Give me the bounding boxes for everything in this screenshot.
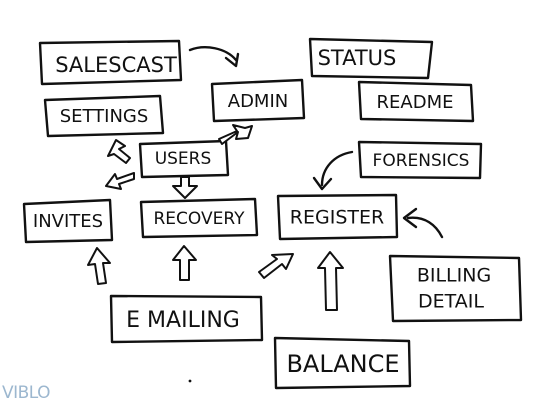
node-register-label: REGISTER: [290, 207, 384, 229]
node-invites-label: INVITES: [33, 211, 103, 232]
node-recovery-label: RECOVERY: [154, 209, 246, 229]
node-salescast: SALESCAST: [38, 39, 183, 86]
arrow-salescast-to-admin: [188, 46, 240, 68]
node-balance-label: BALANCE: [286, 350, 399, 378]
node-invites: INVITES: [22, 198, 114, 244]
watermark-logo: VIBLO: [2, 383, 51, 403]
node-salescast-label: SALESCAST: [55, 53, 177, 77]
arrow-emailing-to-recovery: [172, 245, 197, 281]
node-register: REGISTER: [276, 193, 399, 241]
node-users: USERS: [138, 139, 230, 179]
node-billing-detail: BILLING DETAIL: [388, 254, 523, 323]
node-billing-detail-line1: BILLING: [417, 265, 491, 287]
node-settings-label: SETTINGS: [60, 106, 149, 127]
arrow-emailing-to-register: [258, 253, 294, 279]
node-forensics-label: FORENSICS: [373, 151, 470, 171]
node-recovery: RECOVERY: [139, 197, 259, 239]
node-admin-label: ADMIN: [228, 91, 288, 112]
node-balance: BALANCE: [273, 336, 412, 390]
arrow-emailing-to-invites: [87, 247, 111, 285]
node-status-label: STATUS: [318, 46, 397, 70]
node-emailing: E MAILING: [109, 294, 264, 344]
node-users-label: USERS: [155, 149, 212, 169]
node-status: STATUS: [308, 37, 434, 80]
arrow-billing-to-register: [402, 207, 444, 239]
arrow-users-to-invites: [105, 172, 135, 190]
arrow-users-to-recovery: [172, 176, 198, 199]
node-billing-detail-line2: DETAIL: [418, 291, 484, 313]
arrow-users-to-settings: [107, 139, 131, 164]
node-admin: ADMIN: [210, 78, 306, 123]
node-forensics: FORENSICS: [357, 140, 483, 180]
node-emailing-label: E MAILING: [126, 308, 240, 333]
stray-dot: [188, 379, 192, 383]
node-readme: README: [357, 80, 475, 123]
arrow-users-to-admin: [218, 124, 253, 145]
node-settings: SETTINGS: [43, 94, 165, 138]
arrow-forensics-to-register: [312, 150, 354, 191]
arrow-balance-to-register: [317, 251, 344, 311]
node-readme-label: README: [377, 92, 454, 113]
